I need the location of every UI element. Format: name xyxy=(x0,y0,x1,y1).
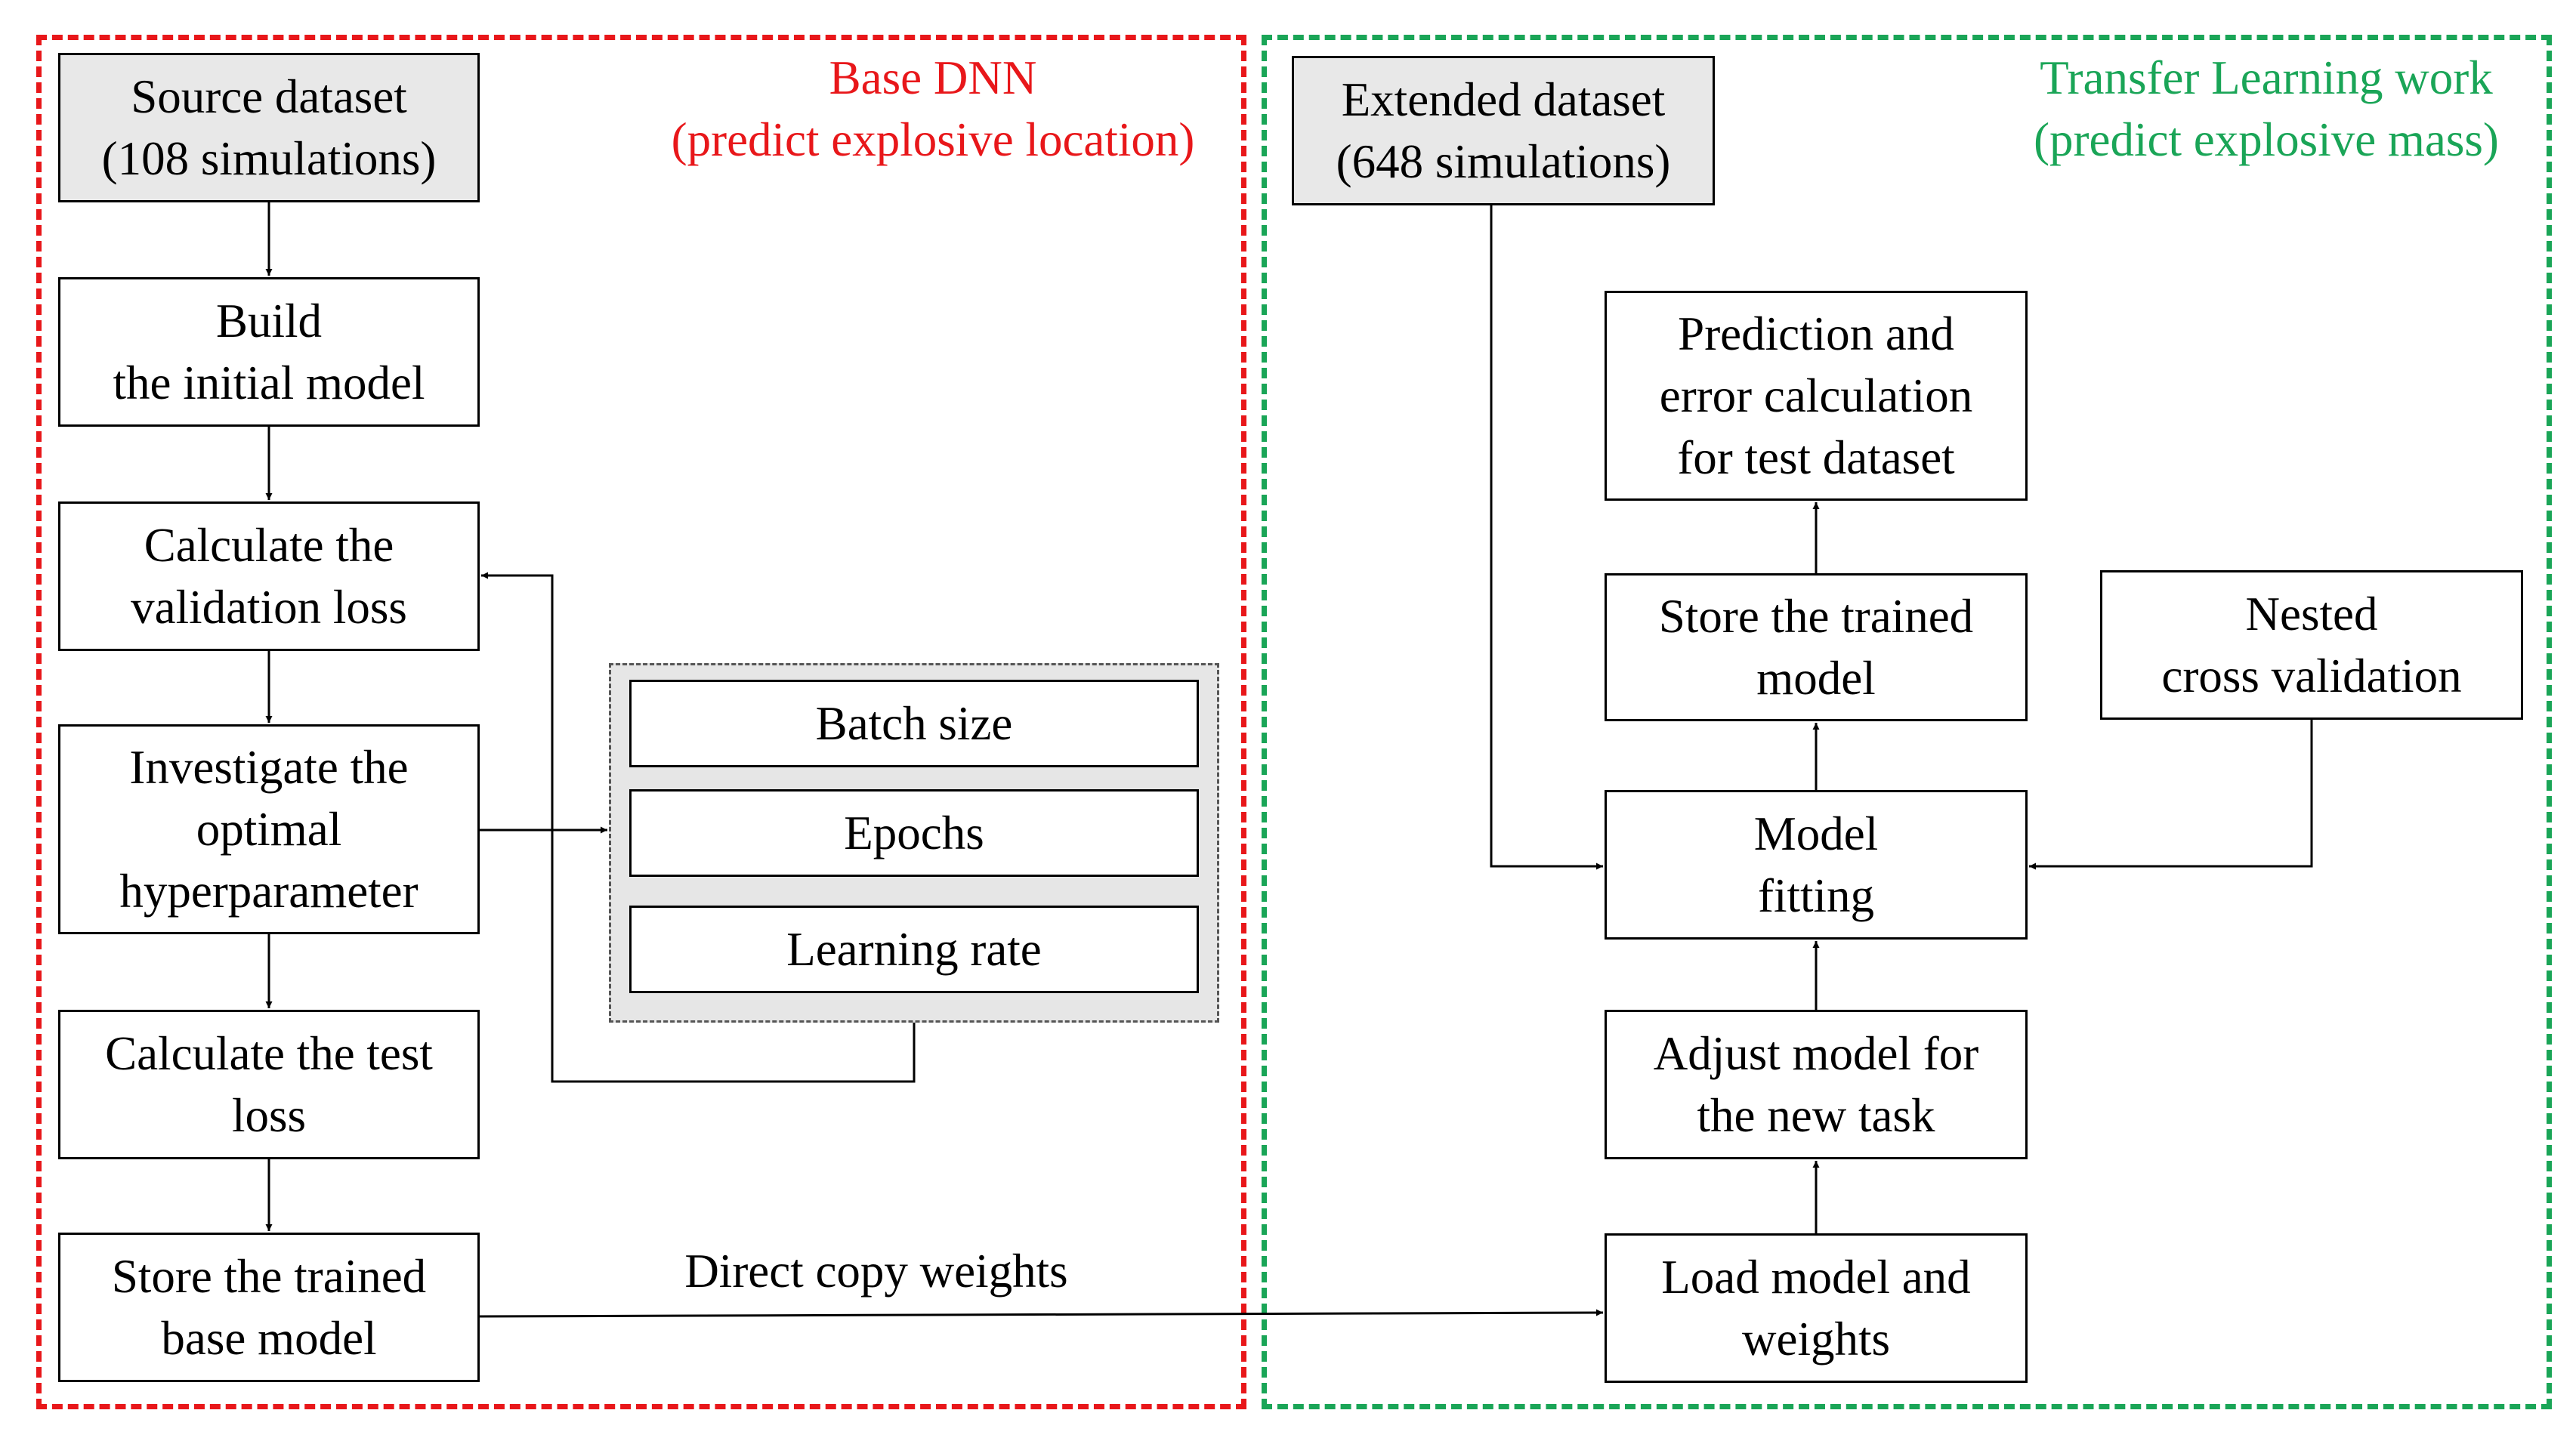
epochs-node: Epochs xyxy=(629,789,1199,877)
batch-size-node: Batch size xyxy=(629,680,1199,767)
adjust-model-node: Adjust model for the new task xyxy=(1605,1010,2028,1159)
arrow-copy-weights xyxy=(479,1309,1604,1318)
validation-loss-node: Calculate the validation loss xyxy=(58,501,480,651)
arrow-extended-to-fitting xyxy=(1490,205,1603,870)
arrow-hyperparams-to-validation xyxy=(481,572,916,1083)
learning-rate-node: Learning rate xyxy=(629,906,1199,993)
store-trained-model-node: Store the trained model xyxy=(1605,573,2028,721)
transfer-learning-region xyxy=(1262,35,2552,1409)
build-model-node: Build the initial model xyxy=(58,277,480,427)
investigate-hyperparameter-node: Investigate the optimal hyperparameter xyxy=(58,724,480,934)
test-loss-node: Calculate the test loss xyxy=(58,1010,480,1159)
load-model-node: Load model and weights xyxy=(1605,1233,2028,1383)
source-dataset-node: Source dataset (108 simulations) xyxy=(58,53,480,202)
model-fitting-node: Model fitting xyxy=(1605,790,2028,940)
base-dnn-region xyxy=(36,35,1246,1409)
prediction-node: Prediction and error calculation for tes… xyxy=(1605,291,2028,501)
extended-dataset-node: Extended dataset (648 simulations) xyxy=(1292,56,1715,205)
nested-cross-validation-node: Nested cross validation xyxy=(2100,570,2523,720)
base-dnn-title: Base DNN (predict explosive location) xyxy=(671,51,1195,166)
transfer-learning-title: Transfer Learning work (predict explosiv… xyxy=(2034,51,2499,166)
arrow-nestedcv-to-fitting xyxy=(2029,720,2313,870)
store-base-model-node: Store the trained base model xyxy=(58,1233,480,1382)
copy-weights-label: Direct copy weights xyxy=(684,1245,1068,1298)
